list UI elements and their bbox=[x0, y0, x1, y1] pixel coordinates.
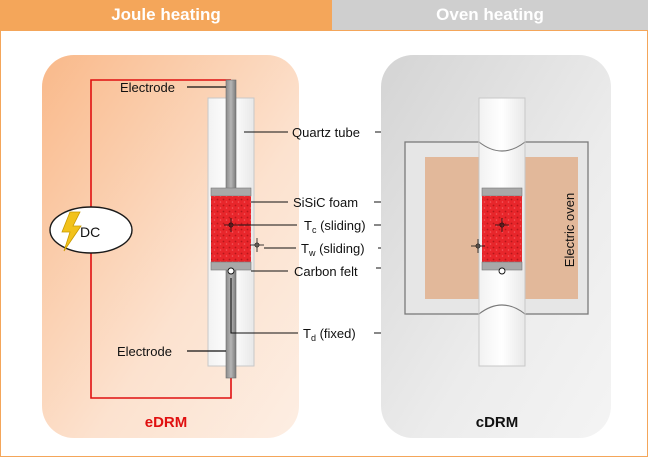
tc-label: Tc (sliding) bbox=[304, 218, 366, 235]
dc-label: DC bbox=[80, 224, 100, 240]
td-thermocouple-point-right bbox=[498, 267, 506, 275]
crosshair-icon bbox=[224, 218, 238, 232]
left-leader-lines bbox=[230, 131, 298, 334]
edrm-label: eDRM bbox=[145, 414, 188, 431]
circuit-wire bbox=[90, 79, 232, 399]
oven-flange-bottom bbox=[478, 304, 526, 315]
cdrm-label: cDRM bbox=[476, 414, 519, 431]
electrode-bottom-label: Electrode bbox=[117, 344, 172, 359]
crosshair-icon bbox=[495, 218, 509, 232]
carbon-felt-top-right bbox=[481, 187, 523, 197]
sisic-foam-label: SiSiC foam bbox=[293, 195, 358, 210]
dc-source: DC bbox=[49, 206, 133, 254]
electrode-top-label: Electrode bbox=[120, 80, 175, 95]
crosshair-icon bbox=[250, 238, 264, 252]
electric-oven-label: Electric oven bbox=[562, 193, 577, 267]
crosshair-icon bbox=[471, 239, 485, 253]
td-label: Td (fixed) bbox=[303, 326, 356, 343]
joule-heating-header: Joule heating bbox=[0, 0, 332, 30]
lightning-bolt-icon bbox=[61, 211, 82, 252]
oven-heating-header: Oven heating bbox=[332, 0, 648, 30]
carbon-felt-label: Carbon felt bbox=[294, 264, 358, 279]
td-thermocouple-point bbox=[227, 267, 235, 275]
carbon-felt-top-left bbox=[210, 187, 252, 197]
tw-label: Tw (sliding) bbox=[301, 241, 365, 258]
quartz-tube-label: Quartz tube bbox=[292, 125, 360, 140]
oven-flange-top bbox=[478, 141, 526, 152]
